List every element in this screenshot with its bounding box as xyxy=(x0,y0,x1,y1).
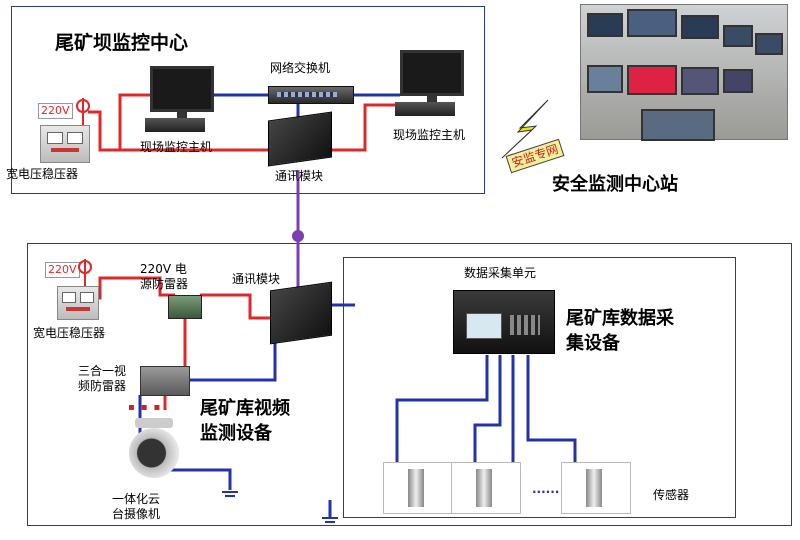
sensor-wire-4 xyxy=(526,355,577,462)
camera-label: 一体化云 台摄像机 xyxy=(112,492,161,521)
video-title: 尾矿库视频 监测设备 xyxy=(200,398,290,444)
power-wire-site-2 xyxy=(200,293,270,320)
power-plug-icon xyxy=(70,94,96,132)
monitor-right-icon xyxy=(395,50,464,116)
comm-label-top: 通讯模块 xyxy=(275,169,324,183)
center-title: 尾矿坝监控中心 xyxy=(55,32,189,54)
comm-module-site-icon xyxy=(270,281,332,345)
power-wire-top-3 xyxy=(330,103,400,152)
control-center-box xyxy=(11,6,485,194)
sensor-label: 传感器 xyxy=(653,488,690,502)
voltage-regulator-icon xyxy=(40,125,90,163)
daq-box xyxy=(343,257,736,518)
station-label: 安全监测中心站 xyxy=(552,174,678,195)
video-lightning-label: 三合一视 频防雷器 xyxy=(78,364,127,393)
network-switch-icon xyxy=(268,86,354,104)
host-left-label: 现场监控主机 xyxy=(140,140,213,154)
dome-camera-icon xyxy=(125,418,183,480)
power-plug-site-icon xyxy=(72,255,98,293)
regulator-label-top: 宽电压稳压器 xyxy=(6,167,79,181)
video-lightning-icon xyxy=(140,366,190,396)
sensor-wire-2 xyxy=(473,355,502,462)
voltage-regulator-site-icon xyxy=(57,286,99,320)
signal-wire-video xyxy=(190,340,277,382)
purple-link-node xyxy=(292,230,304,242)
switch-label: 网络交换机 xyxy=(270,61,331,75)
host-right-label: 现场监控主机 xyxy=(393,128,466,142)
power-tag-top: 220V xyxy=(38,103,73,119)
daq-title: 尾矿库数据采 集设备 xyxy=(566,308,674,354)
lightning-protector-icon xyxy=(168,295,202,319)
wireless-bolt xyxy=(501,99,549,159)
connector-dots: ▪▪▪ xyxy=(128,402,167,413)
daq-unit-icon xyxy=(453,290,555,354)
daq-unit-label: 数据采集单元 xyxy=(464,266,537,280)
comm-module-top-icon xyxy=(268,111,332,167)
regulator-label-site: 宽电压稳压器 xyxy=(33,326,106,340)
power-tag-site: 220V xyxy=(45,262,80,278)
monitoring-wall-photo xyxy=(580,4,788,141)
lightning-label: 220V 电 源防雷器 xyxy=(140,262,189,291)
sensor-3-icon xyxy=(561,462,631,514)
comm-label-site: 通讯模块 xyxy=(232,272,281,286)
sensor-dots: ...... xyxy=(532,482,560,496)
sensor-wire-1 xyxy=(395,355,489,465)
site-box xyxy=(27,243,792,526)
sensor-2-icon xyxy=(451,462,521,514)
sensor-1-icon xyxy=(383,462,453,514)
monitor-left-icon xyxy=(145,66,214,132)
